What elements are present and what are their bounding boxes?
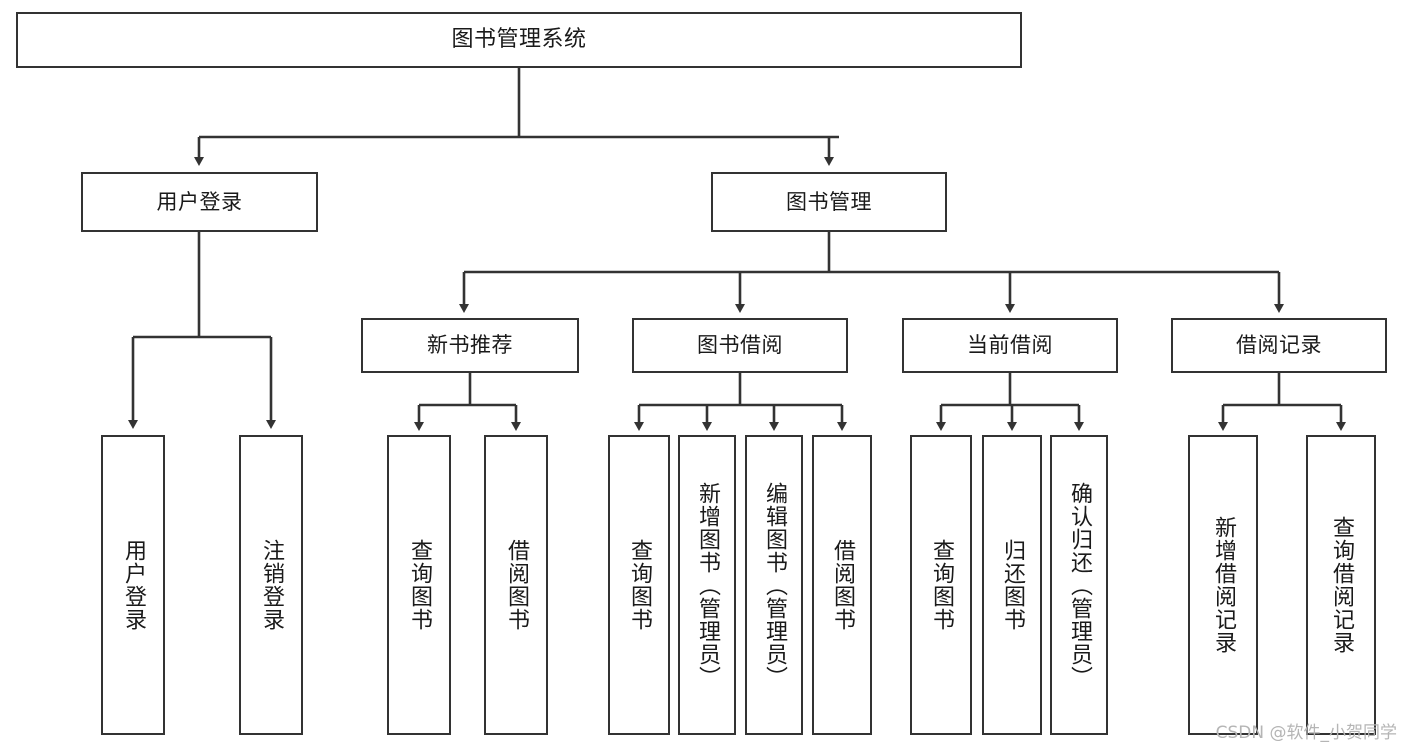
leaf-user-logout[interactable]: 注销登录	[239, 435, 303, 735]
leaf-borrow-lend-book[interactable]: 借阅图书	[812, 435, 872, 735]
leaf-confirm-return-admin-label: 确认归还（管理员）	[1066, 481, 1092, 689]
leaf-user-logout-label: 注销登录	[258, 539, 284, 631]
leaf-add-book-admin[interactable]: 新增图书（管理员）	[678, 435, 736, 735]
leaf-return-book[interactable]: 归还图书	[982, 435, 1042, 735]
node-book-management-label: 图书管理	[786, 189, 872, 214]
node-user-login[interactable]: 用户登录	[81, 172, 318, 232]
leaf-edit-book-admin[interactable]: 编辑图书（管理员）	[745, 435, 803, 735]
node-root-label: 图书管理系统	[451, 27, 587, 53]
node-borrow-records-label: 借阅记录	[1236, 333, 1322, 358]
leaf-query-borrow-record[interactable]: 查询借阅记录	[1306, 435, 1376, 735]
node-book-management[interactable]: 图书管理	[711, 172, 947, 232]
node-book-borrow[interactable]: 图书借阅	[632, 318, 848, 373]
node-current-borrow[interactable]: 当前借阅	[902, 318, 1118, 373]
leaf-recommend-borrow-book-label: 借阅图书	[503, 539, 529, 631]
node-new-book-recommend-label: 新书推荐	[427, 333, 513, 358]
leaf-add-borrow-record[interactable]: 新增借阅记录	[1188, 435, 1258, 735]
node-current-borrow-label: 当前借阅	[967, 333, 1053, 358]
leaf-user-login-label: 用户登录	[120, 539, 146, 631]
leaf-borrow-lend-book-label: 借阅图书	[829, 539, 855, 631]
leaf-user-login[interactable]: 用户登录	[101, 435, 165, 735]
node-root[interactable]: 图书管理系统	[16, 12, 1022, 68]
leaf-edit-book-admin-label: 编辑图书（管理员）	[761, 481, 787, 689]
leaf-confirm-return-admin[interactable]: 确认归还（管理员）	[1050, 435, 1108, 735]
leaf-borrow-query-book-label: 查询图书	[626, 539, 652, 631]
leaf-recommend-borrow-book[interactable]: 借阅图书	[484, 435, 548, 735]
node-book-borrow-label: 图书借阅	[697, 333, 783, 358]
node-new-book-recommend[interactable]: 新书推荐	[361, 318, 579, 373]
leaf-add-borrow-record-label: 新增借阅记录	[1210, 516, 1236, 654]
node-borrow-records[interactable]: 借阅记录	[1171, 318, 1387, 373]
leaf-add-book-admin-label: 新增图书（管理员）	[694, 481, 720, 689]
leaf-query-borrow-record-label: 查询借阅记录	[1328, 516, 1354, 654]
leaf-current-query-book-label: 查询图书	[928, 539, 954, 631]
leaf-recommend-query-book-label: 查询图书	[406, 539, 432, 631]
leaf-current-query-book[interactable]: 查询图书	[910, 435, 972, 735]
leaf-recommend-query-book[interactable]: 查询图书	[387, 435, 451, 735]
leaf-borrow-query-book[interactable]: 查询图书	[608, 435, 670, 735]
leaf-return-book-label: 归还图书	[999, 539, 1025, 631]
node-user-login-label: 用户登录	[156, 189, 243, 214]
